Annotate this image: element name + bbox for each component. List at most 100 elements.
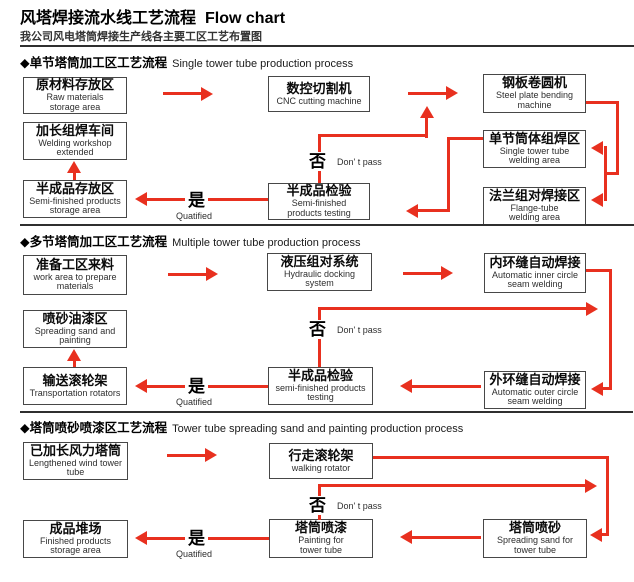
nopass-horizontal-3 — [318, 484, 585, 487]
box-finished-storage: 成品堆场 Finished products storage area — [23, 520, 128, 558]
box-tower-sandblasting-en: Spreading sand for tower tube — [496, 535, 574, 555]
arrow-prepare-to-hydraulic — [168, 273, 206, 276]
arrow-hydraulic-to-inner-head — [441, 266, 453, 280]
yes-line-3-head — [135, 531, 147, 545]
section-1-heading-zh: ◆单节塔筒加工区工艺流程 — [20, 56, 168, 70]
left-elbow-bottom — [418, 209, 450, 212]
arrow-raw-to-cnc-head — [201, 87, 213, 101]
arrow-into-sandblasting-head — [590, 528, 602, 542]
inner-outer-elbow-bottom — [603, 387, 611, 390]
yes-label-3-zh: 是 — [185, 529, 208, 548]
arrow-nopass-up-head-1 — [420, 106, 434, 118]
box-tower-painting-zh: 塔筒喷漆 — [294, 520, 347, 536]
yes-line-1-head — [135, 192, 147, 206]
nopass-3-head — [585, 479, 597, 493]
yes-label-1-zh: 是 — [185, 191, 208, 210]
box-semi-finished-testing-1: 半成品检验 Semi-finished products testing — [268, 183, 370, 220]
section-3-heading-zh: ◆塔筒喷砂喷漆区工艺流程 — [20, 421, 168, 435]
yes-line-3 — [147, 537, 269, 540]
box-semi-finished-storage-en: Semi-finished products storage area — [29, 195, 121, 216]
box-prepare-zh: 准备工区来料 — [35, 256, 114, 272]
box-semi-testing-1-en: Semi-finished products testing — [287, 198, 351, 218]
box-cnc-en: CNC cutting machine — [276, 95, 362, 106]
section-2-heading-zh: ◆多节塔筒加工区工艺流程 — [20, 235, 168, 249]
walking-to-sand-top — [373, 456, 609, 459]
box-transport-zh: 输送滚轮架 — [42, 372, 108, 388]
box-sand-painting-area: 喷砂油漆区 Spreading sand and painting — [23, 310, 127, 348]
arrow-into-outer-seam-head — [591, 382, 603, 396]
box-single-tube-en: Single tower tube welding area — [499, 145, 570, 166]
arrow-into-flange-head — [591, 193, 603, 207]
divider-section-1 — [20, 224, 634, 226]
box-walking-rotator: 行走滚轮架 walking rotator — [269, 443, 373, 479]
section-1-heading: ◆单节塔筒加工区工艺流程 Single tower tube production… — [20, 52, 353, 72]
no-label-3-zh: 否 — [306, 496, 329, 515]
box-steel-plate-bending: 钢板卷圆机 Steel plate bending machine — [483, 74, 586, 113]
box-semi-finished-storage-zh: 半成品存放区 — [35, 180, 114, 196]
nopass-horizontal-2 — [318, 307, 586, 310]
box-flange-tube-en: Flange-tube welding area — [508, 202, 561, 223]
no-label-3-en: Don' t pass — [337, 501, 382, 511]
page-subtitle: 我公司风电塔筒焊接生产线各主要工区工艺布置图 — [20, 31, 262, 43]
box-welding-workshop-en: Welding workshop extended — [38, 137, 112, 158]
box-lengthened-en: Lengthened wind tower tube — [28, 457, 123, 478]
left-elbow-vertical — [447, 137, 450, 211]
yes-label-2-zh: 是 — [185, 377, 208, 396]
box-inner-seam-en: Automatic inner circle seam welding — [491, 269, 579, 290]
box-steel-bending-zh: 钢板卷圆机 — [501, 75, 567, 91]
box-tower-sandblasting: 塔筒喷砂 Spreading sand for tower tube — [483, 519, 587, 558]
arrow-store-to-workshop-head — [67, 161, 81, 173]
box-outer-seam-zh: 外环缝自动焊接 — [489, 371, 581, 387]
box-single-tube-zh: 单节筒体组焊区 — [488, 130, 580, 146]
no-label-2-en: Don' t pass — [337, 325, 382, 335]
box-semi-finished-storage: 半成品存放区 Semi-finished products storage ar… — [23, 180, 127, 218]
no-label-1-zh: 否 — [306, 152, 329, 171]
box-lengthened-tower: 已加长风力塔筒 Lengthened wind tower tube — [23, 442, 128, 480]
arrow-to-steel-bending-head — [446, 86, 458, 100]
arrow-sand-to-paint — [412, 536, 481, 539]
section-3-heading: ◆塔筒喷砂喷漆区工艺流程 Tower tube spreading sand an… — [20, 417, 463, 437]
yes-label-2-en: Quatified — [176, 397, 213, 407]
box-transportation-rotators: 输送滚轮架 Transportation rotators — [23, 367, 127, 405]
box-finished-zh: 成品堆场 — [49, 520, 102, 536]
box-cnc-zh: 数控切割机 — [286, 80, 352, 96]
box-welding-workshop-zh: 加长组焊车间 — [35, 122, 114, 138]
box-tower-sandblasting-zh: 塔筒喷砂 — [508, 520, 561, 536]
box-hydraulic-zh: 液压组对系统 — [280, 253, 359, 269]
box-transport-en: Transportation rotators — [29, 387, 121, 398]
box-sand-painting-zh: 喷砂油漆区 — [42, 310, 108, 326]
arrow-lengthened-to-walking — [167, 454, 205, 457]
arrow-outer-to-testing — [412, 385, 481, 388]
divider-section-2 — [20, 411, 633, 413]
inner-outer-elbow-vertical — [609, 270, 612, 390]
box-sand-painting-en: Spreading sand and painting — [34, 325, 116, 346]
steel-elbow-vertical — [616, 101, 619, 175]
arrow-to-steel-bending — [408, 92, 446, 95]
box-outer-seam-en: Automatic outer circle seam welding — [491, 386, 579, 407]
steel-elbow-top — [586, 101, 619, 104]
arrow-raw-to-cnc — [163, 92, 201, 95]
arrow-hydraulic-to-inner — [403, 272, 441, 275]
section-1-heading-en: Single tower tube production process — [172, 58, 354, 70]
arrow-lengthened-to-walking-head — [205, 448, 217, 462]
right-feed-vertical — [604, 146, 607, 201]
box-welding-workshop-extended: 加长组焊车间 Welding workshop extended — [23, 122, 127, 160]
page-title-en: Flow chart — [205, 10, 286, 27]
box-raw-materials-storage: 原材料存放区 Raw materials storage area — [23, 77, 127, 114]
steel-elbow-join — [605, 172, 618, 175]
arrow-outer-to-testing-head — [400, 379, 412, 393]
section-3-heading-en: Tower tube spreading sand and painting p… — [172, 423, 464, 435]
arrow-nopass-up-line-1 — [425, 118, 428, 138]
nopass-horizontal-1 — [318, 134, 428, 137]
box-tower-painting-en: Painting for tower tube — [298, 535, 344, 555]
left-elbow-top — [447, 137, 483, 140]
box-semi-testing-2-zh: 半成品检验 — [287, 367, 353, 383]
arrow-transport-to-sandpaint-line — [73, 360, 76, 367]
yes-label-1-en: Quatified — [176, 211, 213, 221]
box-cnc-cutting-machine: 数控切割机 CNC cutting machine — [268, 76, 370, 112]
box-hydraulic-en: Hydraulic docking system — [283, 268, 356, 289]
box-prepare-en: work area to prepare materials — [33, 271, 117, 292]
box-finished-en: Finished products storage area — [39, 535, 112, 556]
